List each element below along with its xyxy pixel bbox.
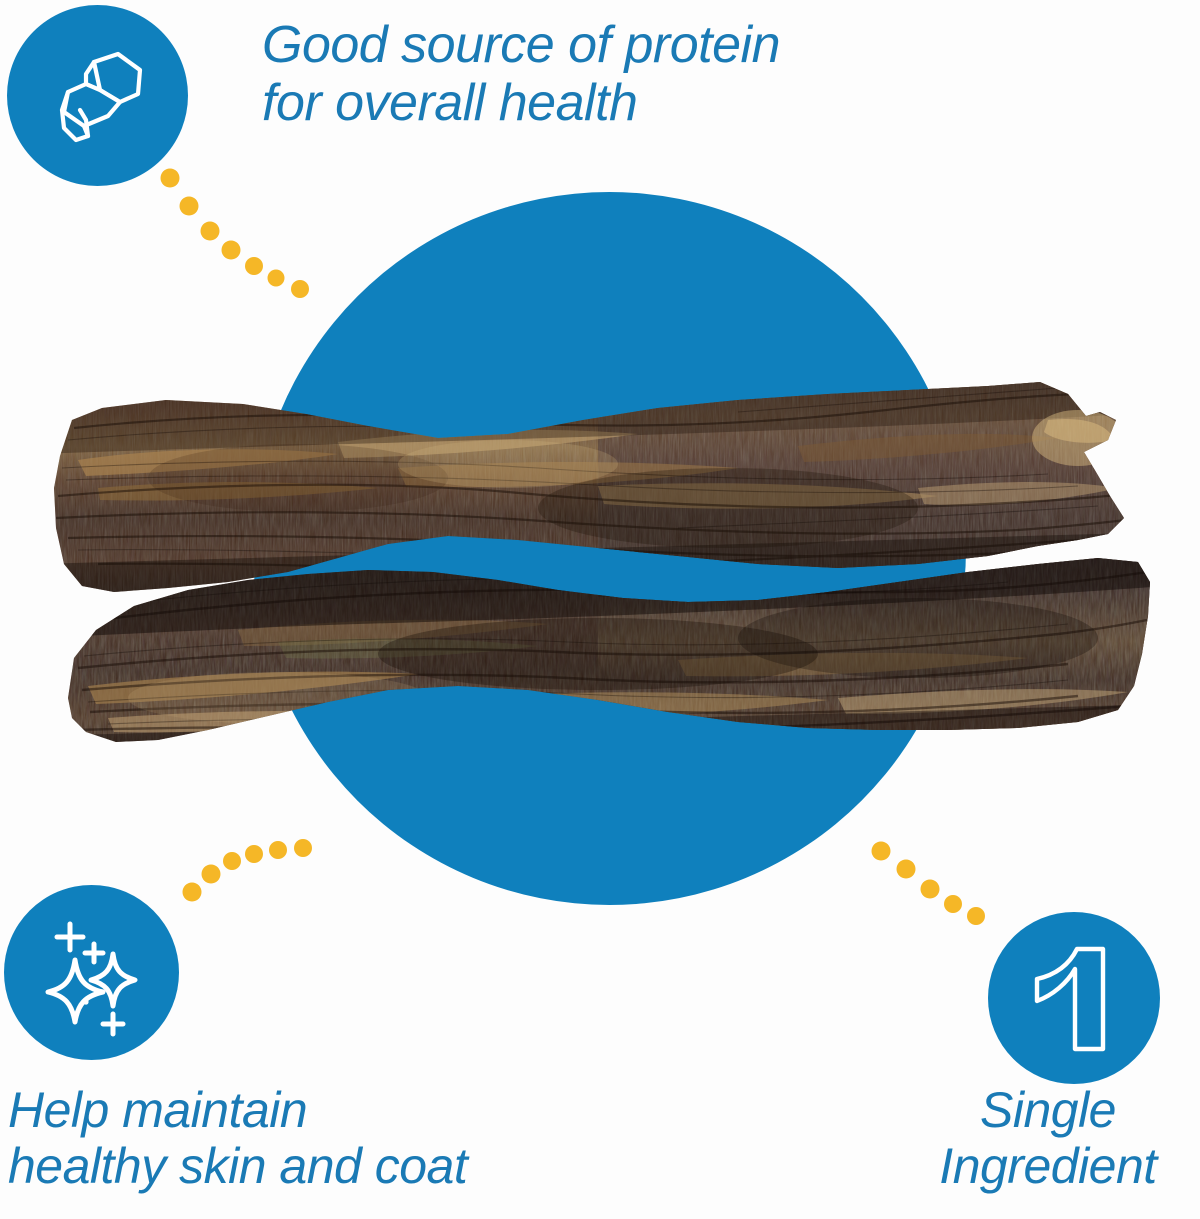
connector-dots-bottom-left	[182, 839, 312, 902]
feature-badge-single-ingredient[interactable]	[988, 912, 1160, 1084]
number-one-icon	[1015, 939, 1133, 1057]
protein-ribbon-icon	[42, 40, 154, 152]
feature-badge-skin-coat[interactable]	[4, 885, 179, 1060]
sparkles-icon	[37, 918, 147, 1036]
feature-badge-protein[interactable]	[7, 5, 188, 186]
product-image	[38, 368, 1166, 758]
feature-caption-protein: Good source of protein for overall healt…	[262, 16, 781, 133]
connector-dots-top-left	[160, 168, 309, 298]
feature-caption-skin-coat: Help maintain healthy skin and coat	[8, 1082, 468, 1194]
feature-caption-single-ingredient: Single Ingredient	[939, 1082, 1157, 1194]
connector-dots-bottom-right	[871, 841, 985, 925]
